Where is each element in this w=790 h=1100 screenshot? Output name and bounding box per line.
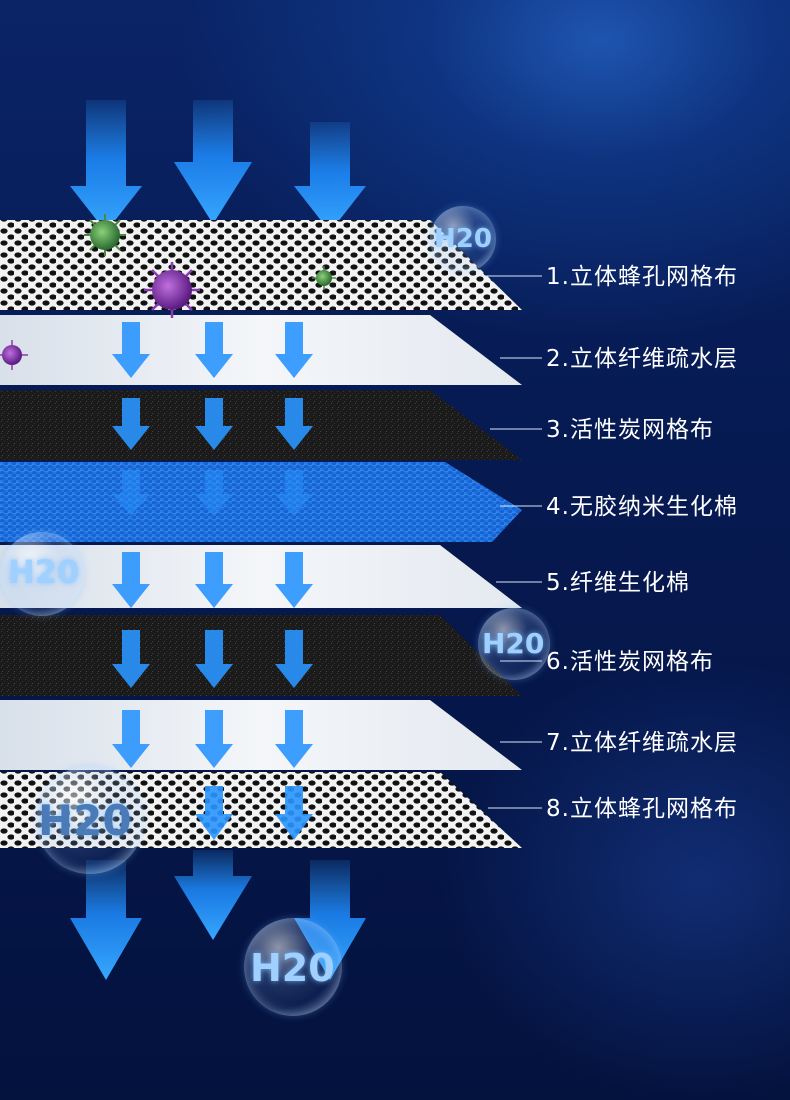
arrows-bottom xyxy=(70,850,366,980)
virus-icon xyxy=(312,266,336,290)
arrow-down-icon xyxy=(195,470,233,516)
arrow-down-icon xyxy=(275,470,313,516)
layer-label: 7.立体纤维疏水层 xyxy=(546,730,738,756)
water-bubble-icon xyxy=(244,918,342,1016)
water-bubble-icon xyxy=(36,766,144,874)
arrow-down-icon xyxy=(112,552,150,608)
arrow-down-icon xyxy=(174,100,252,224)
arrow-down-icon xyxy=(195,322,233,378)
virus-icon xyxy=(84,214,126,256)
layer-4-blue xyxy=(0,462,522,542)
bubble-h2o-text: H20 xyxy=(434,224,492,254)
arrow-down-icon xyxy=(195,630,233,688)
arrows-inner xyxy=(112,322,313,840)
virus-icon xyxy=(144,262,200,318)
arrow-down-icon xyxy=(275,322,313,378)
arrow-down-icon xyxy=(294,122,366,232)
arrow-down-icon xyxy=(275,630,313,688)
layer-label: 5.纤维生化棉 xyxy=(546,570,690,596)
arrow-down-icon xyxy=(195,710,233,768)
arrow-down-icon xyxy=(112,398,150,450)
water-bubble-icon xyxy=(430,206,496,272)
arrow-down-icon xyxy=(275,552,313,608)
bubble-h2o-text: H20 xyxy=(8,553,80,591)
bubble-h2o-text: H20 xyxy=(482,627,545,660)
water-bubble-icon xyxy=(0,532,84,616)
arrow-down-icon xyxy=(195,552,233,608)
layer-7-white xyxy=(0,700,522,770)
layer-label: 6.活性炭网格布 xyxy=(546,649,714,675)
arrow-down-icon xyxy=(275,710,313,768)
layer-label: 3.活性炭网格布 xyxy=(546,417,714,443)
arrow-down-icon xyxy=(195,786,233,840)
arrow-down-icon xyxy=(70,860,142,980)
water-bubble-icon xyxy=(478,608,550,680)
bubble-h2o-text: H20 xyxy=(38,796,132,845)
arrow-down-icon xyxy=(174,850,252,940)
arrow-down-icon xyxy=(275,786,313,840)
layer-2-white xyxy=(0,315,522,385)
layer-label: 2.立体纤维疏水层 xyxy=(546,346,738,372)
layer-3-carbon xyxy=(0,390,522,460)
arrow-down-icon xyxy=(112,710,150,768)
layer-1-mesh xyxy=(0,220,522,310)
arrow-down-icon xyxy=(112,630,150,688)
layer-label: 1.立体蜂孔网格布 xyxy=(546,264,738,290)
arrow-down-icon xyxy=(195,398,233,450)
bubble-h2o-text: H20 xyxy=(250,946,335,990)
virus-icon xyxy=(0,340,28,370)
arrow-down-icon xyxy=(112,470,150,516)
layer-label: 4.无胶纳米生化棉 xyxy=(546,494,738,520)
arrow-down-icon xyxy=(275,398,313,450)
arrow-down-icon xyxy=(112,322,150,378)
arrows-top xyxy=(70,100,366,232)
layer-6-carbon xyxy=(0,615,522,696)
layer-label: 8.立体蜂孔网格布 xyxy=(546,796,738,822)
arrow-down-icon xyxy=(70,100,142,232)
arrow-down-icon xyxy=(294,860,366,980)
